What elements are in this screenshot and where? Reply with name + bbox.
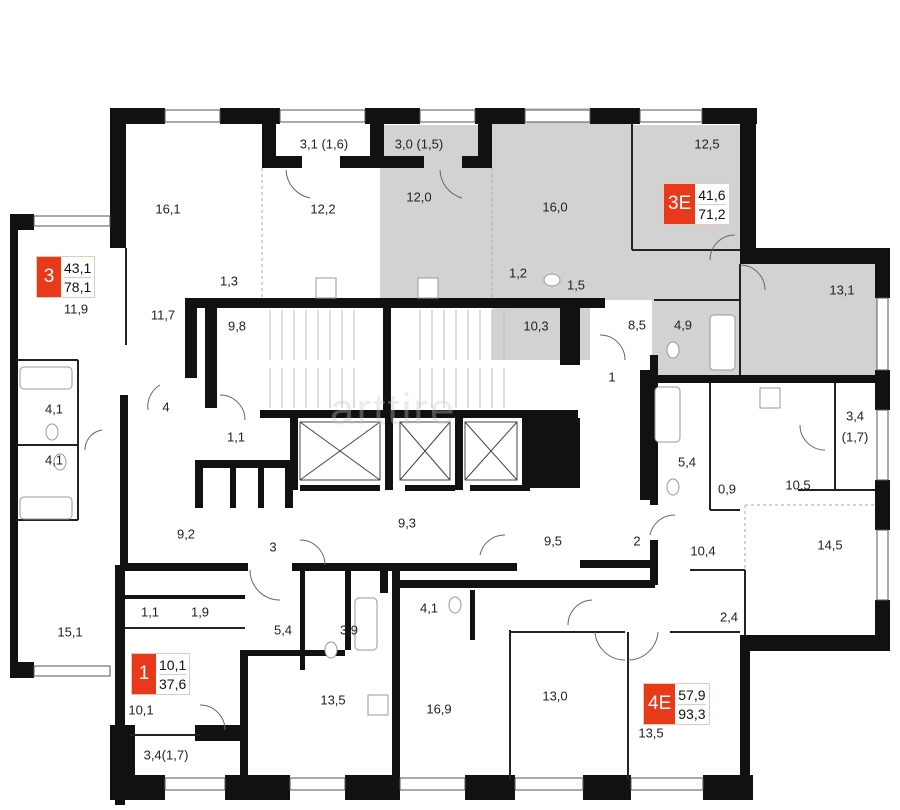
living-area: 10,1	[159, 656, 187, 675]
room-area-label: 0,9	[717, 481, 737, 497]
room-area-label: 5,4	[677, 454, 697, 470]
room-area-label: 9,3	[397, 515, 417, 531]
apartment-code: 4E	[644, 684, 676, 724]
room-area-label: 9,5	[543, 533, 563, 549]
living-area: 43,1	[64, 259, 92, 278]
room-area-label: 4,1	[44, 401, 64, 417]
room-area-label: 3,4(1,7)	[143, 747, 189, 763]
apartment-3e-area	[380, 108, 880, 380]
elevator-shafts	[299, 421, 518, 481]
room-area-label: 1,9	[190, 604, 210, 620]
total-area: 93,3	[678, 705, 706, 722]
apartment-badge-3[interactable]: 3 43,1 78,1	[36, 256, 96, 298]
room-area-label: 5,4	[273, 622, 293, 638]
room-area-label: 8,5	[627, 317, 647, 333]
room-area-label: 16,9	[426, 701, 452, 717]
room-area-label: 10,1	[128, 702, 154, 718]
apartment-code: 3E	[664, 184, 696, 224]
room-area-label: 16,1	[155, 201, 181, 217]
room-area-label: 1,2	[508, 265, 528, 281]
room-area-label: 12,2	[310, 201, 336, 217]
living-area: 41,6	[698, 186, 726, 205]
toilet-icons	[45, 273, 680, 659]
room-area-label: 1,1	[140, 604, 160, 620]
room-area-label: 2	[633, 533, 641, 549]
room-area-label: 13,0	[542, 688, 568, 704]
room-area-label: 1,1	[226, 429, 246, 445]
room-area-label: 14,5	[817, 537, 843, 553]
room-area-label: 10,4	[690, 543, 716, 559]
room-area-label: 3,0 (1,5)	[394, 136, 444, 152]
total-area: 78,1	[64, 278, 92, 295]
apartment-badge-4e[interactable]: 4E 57,9 93,3	[643, 683, 710, 725]
watermark: arttire	[330, 385, 457, 434]
room-area-label: 3,4	[845, 408, 865, 424]
room-area-label: 12,5	[694, 136, 720, 152]
apartment-badge-3e[interactable]: 3E 41,6 71,2	[663, 183, 730, 225]
room-area-label: 10,3	[523, 318, 549, 334]
dashed-zones	[261, 168, 875, 570]
room-area-label: 13,5	[320, 692, 346, 708]
partition-lines	[18, 124, 875, 780]
room-area-label: 1	[608, 369, 616, 385]
room-area-label: 13,5	[638, 725, 664, 741]
staircase	[269, 310, 505, 408]
room-area-label: 3,9	[339, 622, 359, 638]
windows	[33, 109, 889, 791]
room-area-label: 2,4	[719, 609, 739, 625]
room-area-label: 12,0	[406, 189, 432, 205]
stove-icons	[315, 277, 781, 716]
room-area-label: 1,3	[219, 273, 239, 289]
room-area-label: 3,1 (1,6)	[299, 136, 349, 152]
room-area-label: 16,0	[542, 199, 568, 215]
room-area-label: 9,8	[227, 318, 247, 334]
apartment-code: 1	[132, 654, 156, 694]
room-area-label: 4,9	[673, 317, 693, 333]
room-area-label: 11,9	[63, 301, 89, 317]
room-area-label: 11,7	[150, 307, 176, 323]
room-area-label: 9,2	[176, 526, 196, 542]
bathtub-icons	[19, 314, 736, 651]
living-area: 57,9	[678, 686, 706, 705]
room-area-label: 15,1	[57, 624, 83, 640]
apartment-code: 3	[37, 257, 61, 297]
room-area-label: 10,5	[785, 477, 811, 493]
room-area-label: 4	[162, 399, 170, 415]
walls	[10, 108, 890, 805]
apartment-badge-1[interactable]: 1 10,1 37,6	[131, 653, 191, 695]
total-area: 71,2	[698, 205, 726, 222]
door-swings	[84, 169, 826, 731]
room-area-label: 13,1	[829, 282, 855, 298]
room-area-label: (1,7)	[841, 429, 869, 445]
total-area: 37,6	[159, 675, 187, 692]
room-area-label: 1,5	[566, 277, 586, 293]
room-area-label: 4,1	[419, 600, 439, 616]
room-area-label: 3	[269, 539, 277, 555]
room-area-label: 4,1	[44, 452, 64, 468]
